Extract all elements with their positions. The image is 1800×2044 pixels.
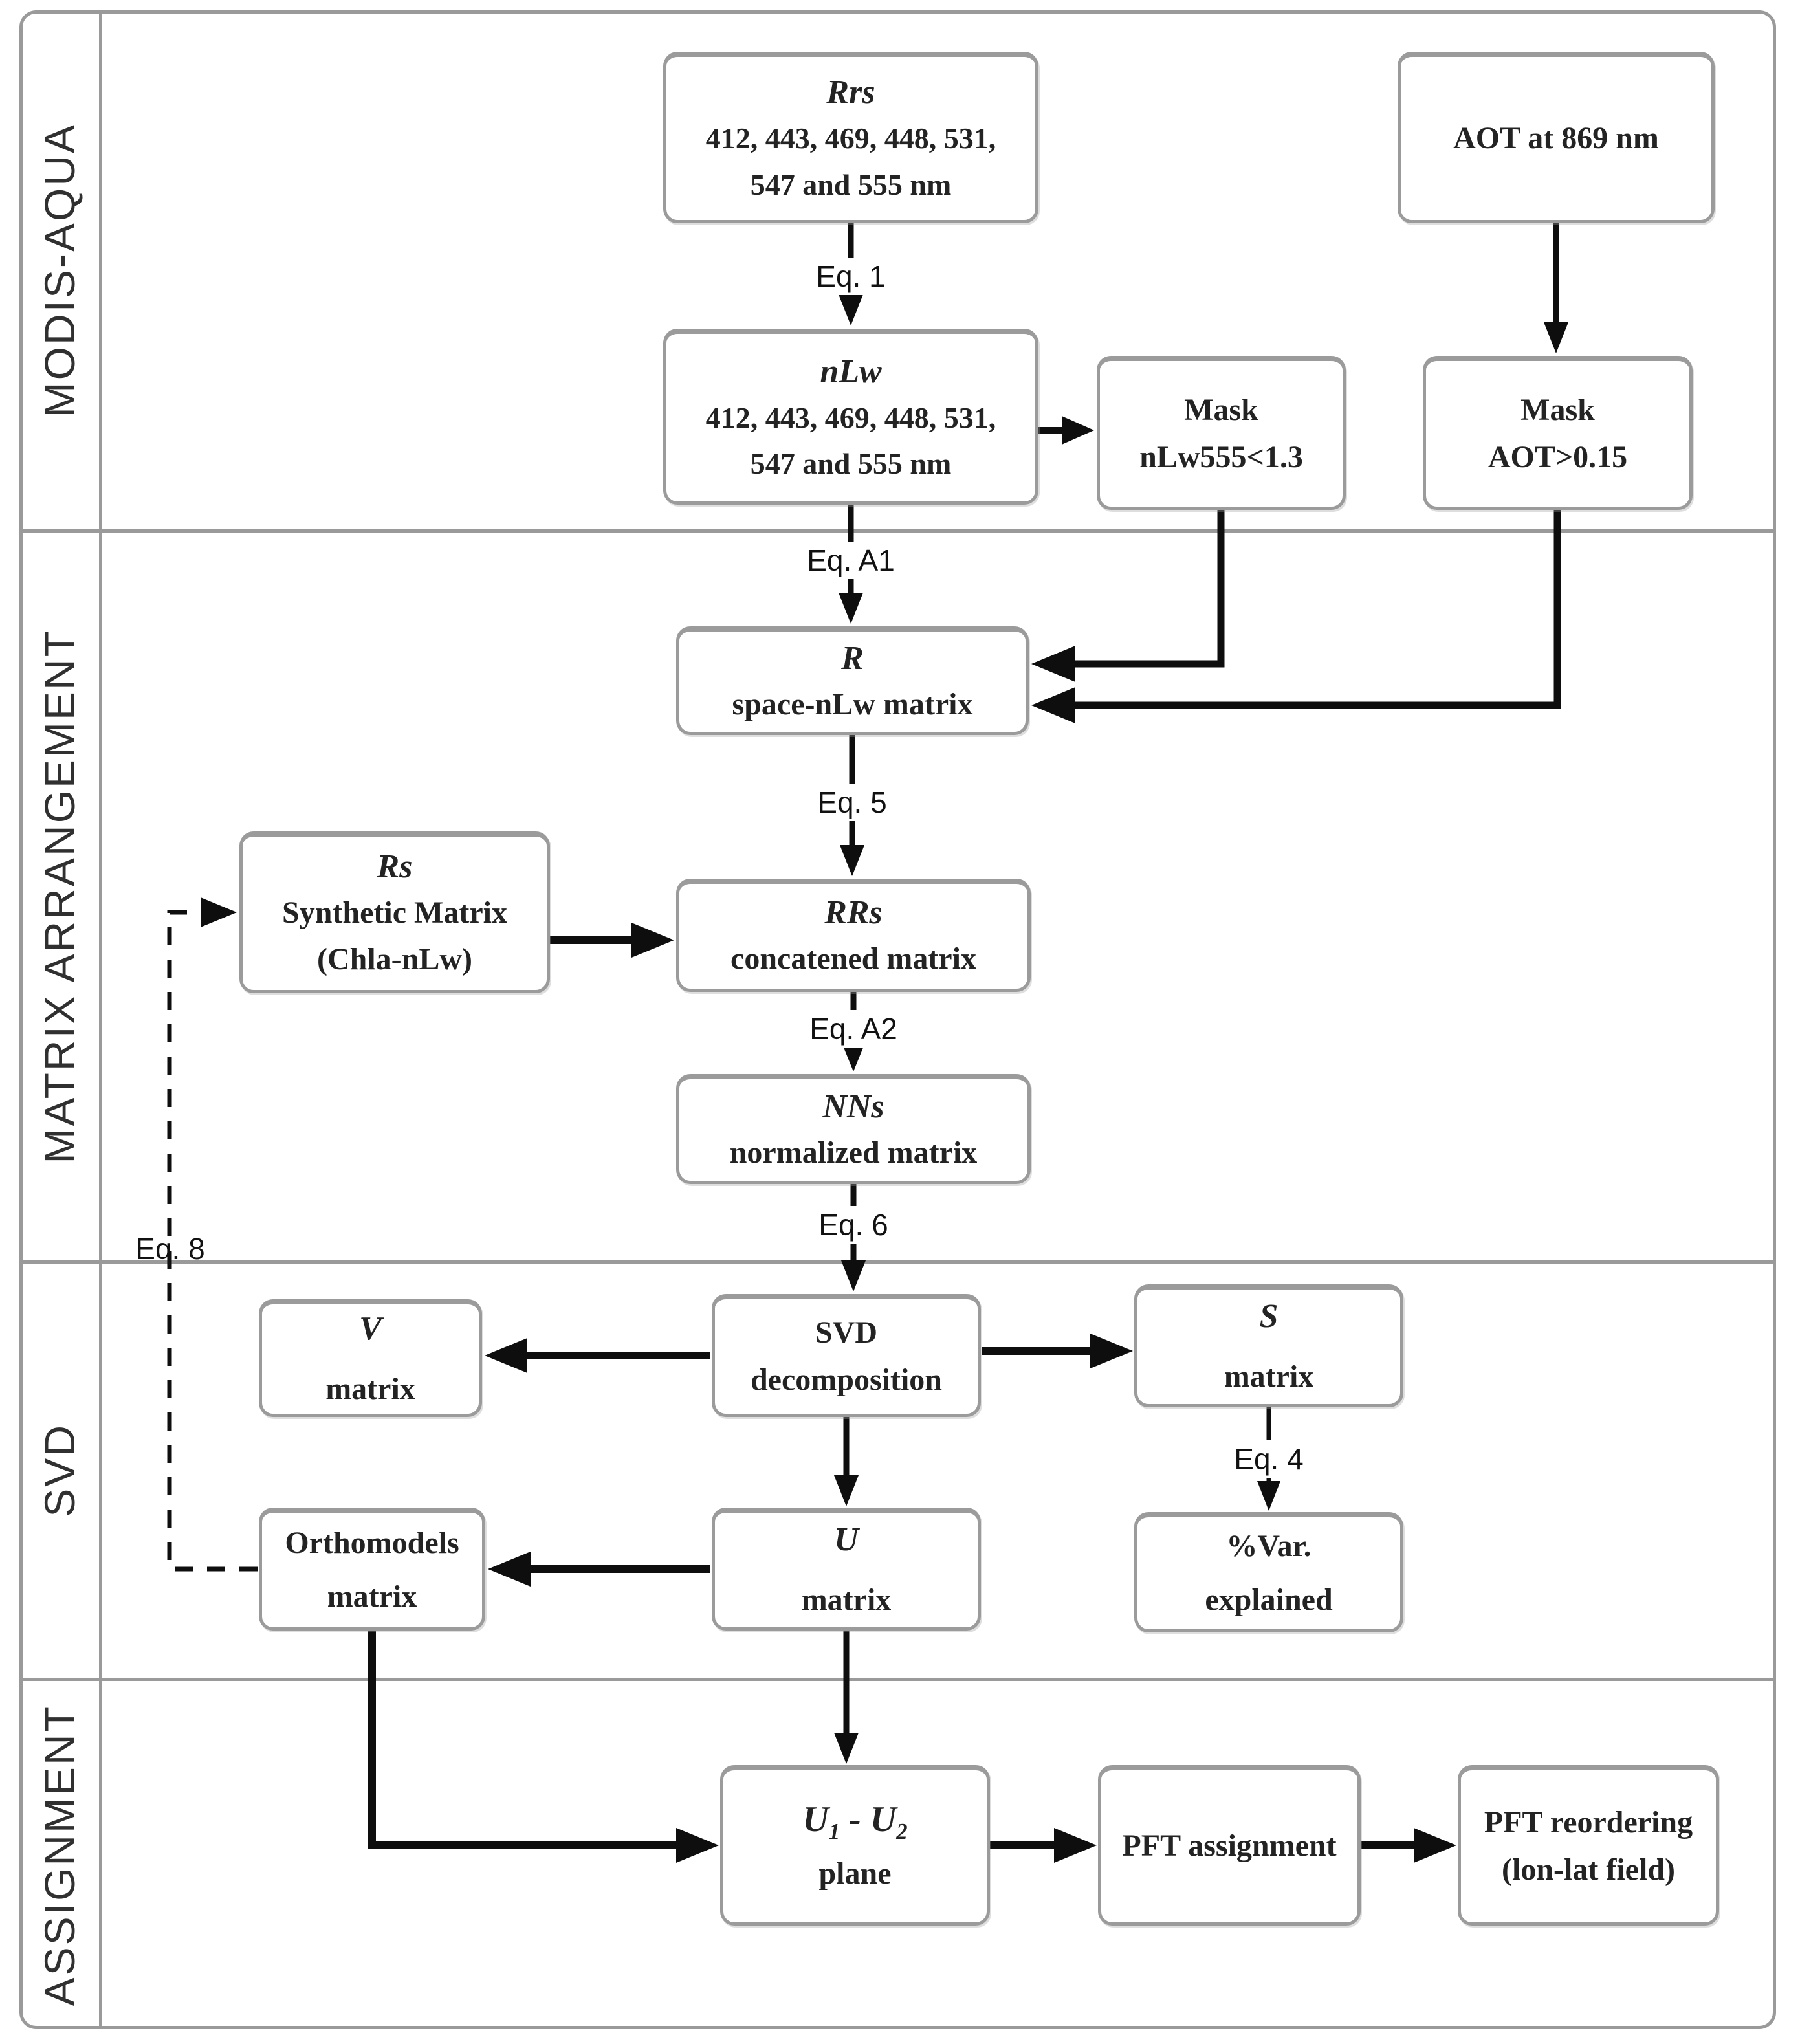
node-text: (lon-lat field)	[1502, 1852, 1675, 1887]
arrowhead-icon	[1031, 687, 1075, 723]
section-divider-2	[19, 1260, 1776, 1264]
arrowhead-icon	[631, 923, 674, 958]
node-aot: AOT at 869 nm	[1398, 52, 1715, 223]
edge-label-eq6: Eq. 6	[812, 1206, 895, 1244]
arrowhead-icon	[834, 1475, 859, 1506]
edge-label-eq5: Eq. 5	[811, 784, 894, 821]
node-text: Orthomodels	[285, 1526, 459, 1561]
node-orthomodels-matrix: Orthomodels matrix	[259, 1508, 485, 1631]
node-text: matrix	[1224, 1359, 1314, 1394]
node-text: SVD	[815, 1315, 878, 1350]
arrowhead-icon	[839, 294, 863, 325]
node-text: nLw555<1.3	[1139, 439, 1303, 474]
node-text: 547 and 555 nm	[750, 447, 952, 480]
node-r-matrix: R space-nLw matrix	[676, 626, 1029, 735]
node-text: 412, 443, 469, 448, 531,	[705, 122, 996, 155]
edge-label-eq8: Eq. 8	[135, 1232, 205, 1266]
node-title: U	[834, 1521, 859, 1558]
arrowhead-icon	[839, 593, 863, 624]
arrowhead-icon	[676, 1828, 719, 1863]
arrowhead-icon	[1257, 1481, 1280, 1511]
node-title: S	[1259, 1297, 1279, 1335]
arrowhead-icon	[1090, 1334, 1133, 1368]
node-title: V	[359, 1310, 382, 1347]
node-text: matrix	[327, 1579, 417, 1614]
arrowhead-icon	[1031, 646, 1075, 682]
node-text: explained	[1205, 1582, 1333, 1617]
arrowhead-icon	[841, 1260, 866, 1291]
node-rrs-concatened-matrix: RRs concatened matrix	[676, 879, 1031, 992]
node-text: Mask	[1184, 393, 1258, 428]
node-text: decomposition	[750, 1362, 942, 1397]
node-v-matrix: V matrix	[259, 1299, 482, 1417]
node-nlw: nLw 412, 443, 469, 448, 531, 547 and 555…	[663, 329, 1038, 505]
node-title: Rrs	[826, 74, 875, 111]
node-text: (Chla-nLw)	[316, 942, 473, 976]
arrowhead-icon	[1544, 322, 1568, 353]
node-text: Synthetic Matrix	[282, 895, 507, 930]
node-mask-aot: Mask AOT>0.15	[1423, 356, 1693, 510]
sidebar-separator-line	[99, 10, 102, 2029]
arrowhead-icon	[488, 1552, 531, 1587]
node-title: AOT at 869 nm	[1453, 120, 1659, 155]
arrowhead-icon	[1414, 1828, 1456, 1863]
node-text: 412, 443, 469, 448, 531,	[705, 401, 996, 434]
node-text: AOT>0.15	[1487, 439, 1628, 474]
flow-line	[167, 910, 258, 1572]
node-title: nLw	[820, 353, 882, 390]
node-u1-u2-plane: U1-U2 plane	[720, 1765, 990, 1926]
arrowhead-icon	[485, 1338, 527, 1373]
node-text: PFT assignment	[1122, 1829, 1337, 1863]
node-text: concatened matrix	[730, 941, 976, 976]
node-text: space-nLw matrix	[732, 687, 973, 721]
node-text: matrix	[325, 1371, 415, 1406]
section-divider-1	[19, 529, 1776, 533]
node-rrs: Rrs 412, 443, 469, 448, 531, 547 and 555…	[663, 52, 1038, 223]
edge-label-eqA2: Eq. A2	[803, 1010, 904, 1048]
edge-label-eqA1: Eq. A1	[800, 542, 901, 579]
arrowhead-icon	[1062, 416, 1094, 445]
node-pft-reordering: PFT reordering (lon-lat field)	[1458, 1765, 1719, 1926]
arrowhead-icon	[201, 897, 237, 927]
node-pft-assignment: PFT assignment	[1098, 1765, 1361, 1926]
node-mask-nlw: Mask nLw555<1.3	[1097, 356, 1346, 510]
edge-label-eq4: Eq. 4	[1227, 1440, 1310, 1478]
arrowhead-icon	[834, 1733, 859, 1764]
arrowhead-icon	[842, 1043, 865, 1071]
node-text: plane	[818, 1856, 892, 1891]
node-text: PFT reordering	[1484, 1805, 1693, 1840]
edge-label-eq1: Eq. 1	[809, 258, 892, 295]
outer-frame	[19, 10, 1776, 2029]
node-title: NNs	[822, 1088, 884, 1125]
node-nns-normalized-matrix: NNs normalized matrix	[676, 1074, 1031, 1184]
node-text: matrix	[801, 1582, 892, 1617]
node-text: normalized matrix	[729, 1135, 978, 1170]
node-svd-decomposition: SVD decomposition	[712, 1294, 981, 1417]
arrowhead-icon	[840, 845, 864, 876]
node-title: Rs	[377, 848, 413, 885]
flow-line	[1075, 510, 1225, 668]
section-divider-3	[19, 1678, 1776, 1681]
node-s-matrix: S matrix	[1134, 1284, 1403, 1407]
node-title: RRs	[824, 894, 883, 932]
node-var-explained: %Var. explained	[1134, 1512, 1403, 1632]
arrowhead-icon	[1054, 1828, 1097, 1863]
node-u-matrix: U matrix	[712, 1508, 981, 1631]
flow-line	[1075, 510, 1561, 709]
node-title: U1-U2	[802, 1799, 908, 1845]
node-rs-synthetic-matrix: Rs Synthetic Matrix (Chla-nLw)	[239, 831, 550, 993]
flow-line	[368, 1631, 677, 1849]
node-text: %Var.	[1226, 1529, 1312, 1564]
node-title: R	[841, 639, 864, 677]
node-text: 547 and 555 nm	[750, 168, 952, 201]
node-text: Mask	[1520, 393, 1595, 428]
